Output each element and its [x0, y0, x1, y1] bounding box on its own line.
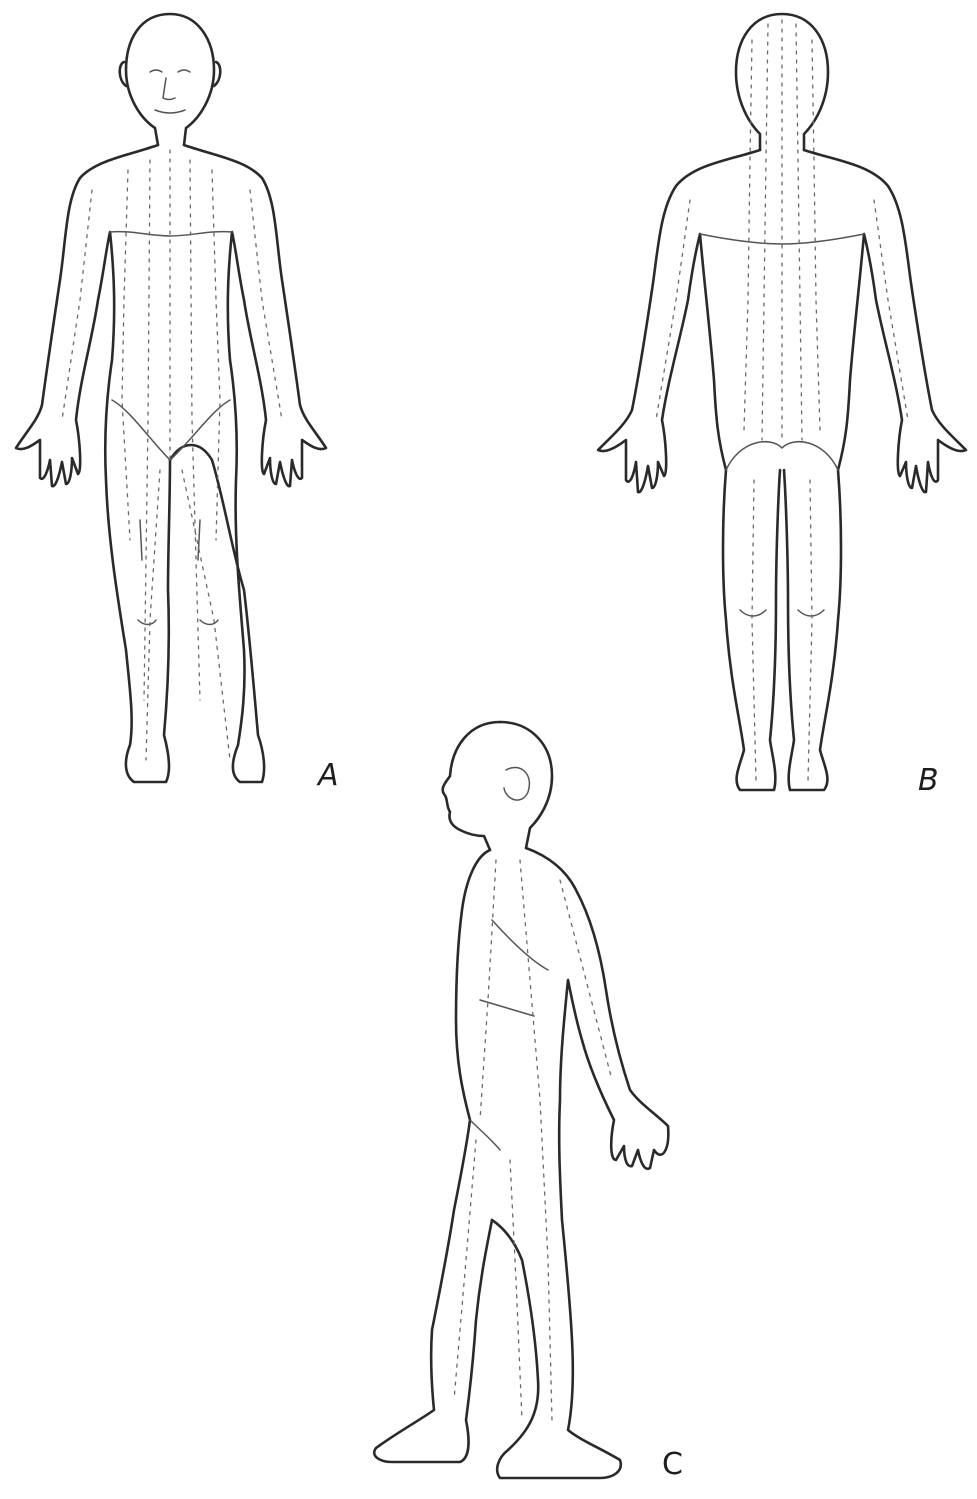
- figure-c-side-view: [374, 722, 668, 1478]
- figure-a-label: A: [316, 758, 339, 793]
- figure-b-label: B: [918, 763, 939, 798]
- figure-a-front-view: [16, 14, 326, 782]
- figure-b-back-view: [598, 14, 966, 790]
- figure-c-label: C: [662, 1447, 683, 1482]
